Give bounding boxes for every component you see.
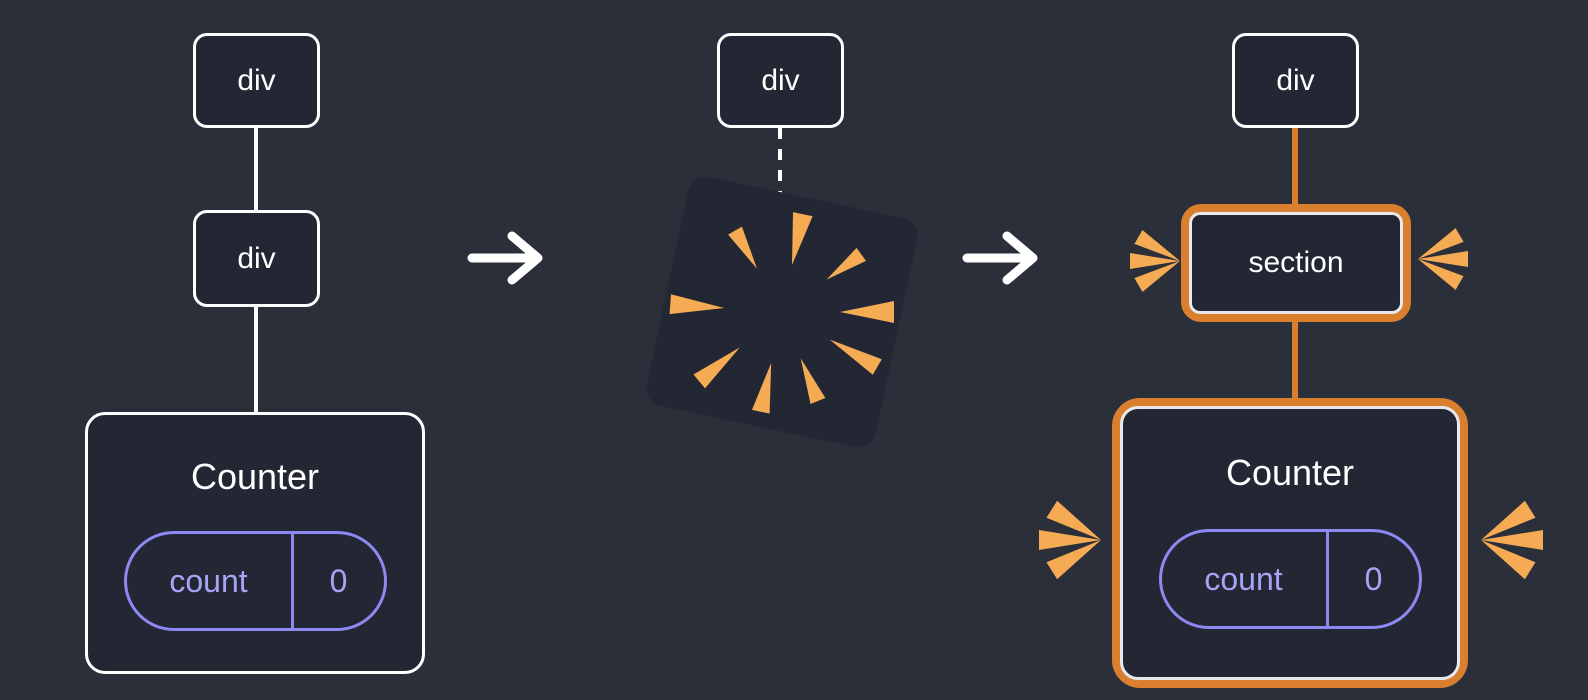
node-section-after: section bbox=[1181, 204, 1411, 322]
tree-edge-new bbox=[1292, 322, 1298, 398]
tree-edge bbox=[254, 128, 258, 210]
node-label: section bbox=[1248, 246, 1344, 279]
counter-card-after: Counter count 0 bbox=[1112, 398, 1468, 688]
node-label: div bbox=[237, 241, 276, 275]
pill-divider bbox=[290, 534, 294, 628]
tree-edge-dashed bbox=[778, 128, 782, 202]
node-label: div bbox=[237, 63, 276, 97]
state-value: 0 bbox=[329, 562, 348, 599]
tree-edge bbox=[254, 307, 258, 412]
node-div-root-during: div bbox=[717, 33, 844, 128]
node-div-root-before: div bbox=[193, 33, 320, 128]
arrow-right-icon bbox=[467, 231, 543, 285]
counter-card-inner: Counter count 0 bbox=[1120, 406, 1460, 680]
arrow-right-icon bbox=[962, 231, 1038, 285]
component-name: Counter bbox=[1225, 452, 1355, 493]
state-key: count bbox=[169, 562, 248, 599]
state-value: 0 bbox=[1364, 560, 1383, 597]
spark-burst-icon bbox=[1039, 500, 1101, 580]
component-name: Counter bbox=[190, 456, 320, 497]
tree-edge-new bbox=[1292, 128, 1298, 205]
node-label: div bbox=[1276, 63, 1315, 97]
counter-card-before: Counter count 0 bbox=[85, 412, 425, 674]
spark-burst-icon bbox=[1418, 228, 1468, 290]
spark-burst-icon bbox=[1481, 500, 1543, 580]
node-section-inner: section bbox=[1189, 212, 1403, 314]
node-label: div bbox=[761, 63, 800, 97]
poof-explosion-icon bbox=[646, 176, 918, 448]
state-key: count bbox=[1204, 560, 1283, 597]
spark-burst-icon bbox=[1130, 230, 1180, 292]
state-pill: count 0 bbox=[123, 531, 387, 631]
state-pill: count 0 bbox=[1158, 529, 1422, 629]
node-div-child-before: div bbox=[193, 210, 320, 307]
pill-divider bbox=[1325, 532, 1329, 626]
node-div-root-after: div bbox=[1232, 33, 1359, 128]
